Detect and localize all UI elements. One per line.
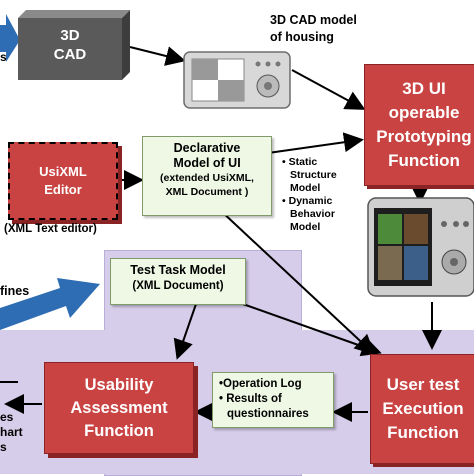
- blue-arrow-defines: [0, 278, 100, 330]
- cad-line1: 3D: [60, 27, 80, 44]
- arrow-cad-to-model: [129, 46, 186, 66]
- bottom-left-line1: es: [0, 410, 14, 424]
- cad-label: 3D CAD: [18, 26, 122, 64]
- model-bullet-2-line1: Dynamic: [288, 195, 333, 207]
- cad-model-line2: of housing: [270, 30, 334, 44]
- prototyping-function-box: 3D UI operable Prototyping Function: [364, 64, 474, 186]
- bottom-left-line2: hart: [0, 425, 23, 439]
- user-test-line3: Function: [387, 423, 459, 442]
- usability-line3: Function: [84, 421, 154, 440]
- blue-arrow-top: [0, 14, 20, 62]
- camera-housing-image: [183, 51, 291, 109]
- prototype-line1: 3D UI: [402, 79, 446, 98]
- xml-text-editor-label: (XML Text editor): [4, 223, 97, 235]
- camera-prototype-image: [367, 197, 474, 297]
- model-bullet-1-line1: Static: [288, 156, 318, 168]
- arrow-model-to-prototype: [291, 69, 366, 110]
- user-test-line1: User test: [386, 375, 460, 394]
- cad-model-label: 3D CAD model of housing: [270, 12, 357, 46]
- usability-line1: Usability: [84, 375, 154, 394]
- model-bullet-1: • Static: [282, 156, 358, 169]
- bottom-left-line3: s: [0, 440, 7, 454]
- results-item-2-line2: questionnaires: [227, 408, 309, 420]
- arrow-model-to-usertest: [219, 209, 375, 355]
- prototype-line3: Prototyping: [376, 127, 472, 146]
- usixml-line1: UsiXML: [39, 164, 87, 179]
- declarative-line2: Model of UI: [173, 156, 241, 170]
- model-bullet-2-line3: Model: [290, 221, 321, 233]
- results-item-2: • Results of: [219, 392, 333, 407]
- model-bullet-2: • Dynamic: [282, 195, 358, 208]
- bottom-left-text: es hart s: [0, 410, 23, 455]
- model-bullet-2-line2: Behavior: [290, 208, 335, 220]
- bullet-dot: •: [282, 195, 286, 207]
- left-stub-label: s: [0, 50, 7, 64]
- arrow-task-to-usertest: [225, 297, 382, 357]
- usability-assessment-box: Usability Assessment Function: [44, 362, 194, 454]
- bullet-dot: •: [282, 156, 286, 168]
- declarative-model-note: Declarative Model of UI (extended UsiXML…: [142, 136, 272, 216]
- test-task-line1: Test Task Model: [130, 263, 226, 277]
- cad-line2: CAD: [53, 46, 87, 63]
- user-test-execution-box: User test Execution Function: [370, 354, 474, 464]
- cad-block: [18, 10, 130, 80]
- bullet-dot: •: [219, 378, 224, 390]
- bullet-dot: •: [219, 393, 224, 405]
- test-task-model-note: Test Task Model (XML Document): [110, 258, 246, 305]
- model-bullet-1-line2: Structure: [290, 169, 337, 181]
- user-test-line2: Execution: [382, 399, 464, 418]
- prototype-line2: operable: [388, 103, 460, 122]
- defines-label: fines: [0, 284, 30, 298]
- arrow-task-to-usability: [173, 303, 197, 360]
- model-bullet-1-line3: Model: [290, 182, 321, 194]
- usability-line2: Assessment: [70, 398, 168, 417]
- declarative-line3: (extended UsiXML,: [160, 172, 254, 184]
- results-item-1-text: Operation Log: [223, 378, 302, 390]
- usixml-line2: Editor: [44, 182, 82, 197]
- results-item-2-line1: Results of: [226, 393, 282, 405]
- prototype-line4: Function: [388, 151, 460, 170]
- declarative-line1: Declarative: [173, 141, 241, 155]
- results-item-1: •Operation Log: [219, 377, 333, 392]
- usixml-editor-box: UsiXML Editor: [8, 142, 118, 220]
- results-note: •Operation Log • Results of questionnair…: [212, 372, 334, 428]
- declarative-line4: XML Document ): [165, 186, 249, 198]
- cad-model-line1: 3D CAD model: [270, 13, 357, 27]
- arrow-model-to-prototype-2: [267, 132, 364, 154]
- test-task-line2: (XML Document): [132, 280, 224, 292]
- model-bullets: • Static Structure Model • Dynamic Behav…: [282, 156, 358, 234]
